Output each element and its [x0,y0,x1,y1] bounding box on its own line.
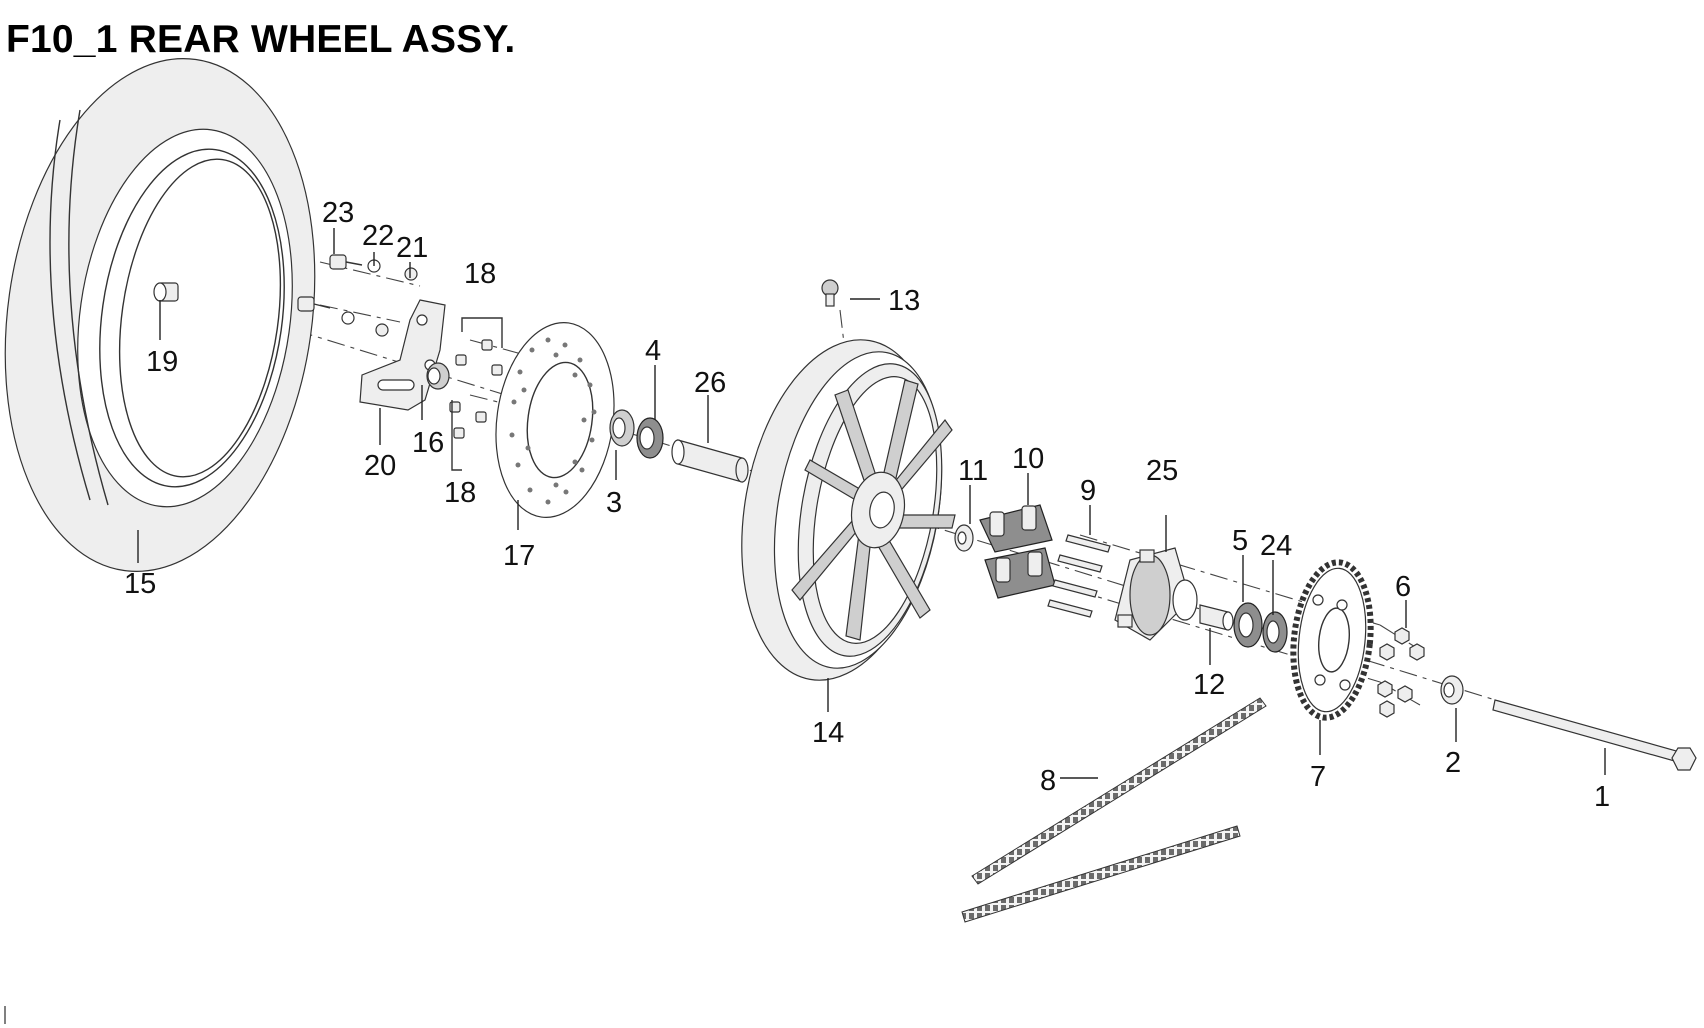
drive-chain-part-8 [961,697,1267,923]
callout-10: 10 [1012,443,1044,475]
oil-seal-part-3 [609,409,635,447]
callout-14: 14 [812,717,844,749]
nut-part-19 [153,282,179,302]
callout-2: 2 [1445,747,1461,779]
callout-5: 5 [1232,525,1248,557]
callout-13: 13 [888,285,920,317]
disc-bolts-part-18 [449,317,503,471]
callout-18-upper: 18 [464,258,496,290]
callout-1: 1 [1594,781,1610,813]
diagram-title: F10_1 REAR WHEEL ASSY. [6,18,516,61]
axle-part-1 [1492,699,1697,771]
callout-22: 22 [362,220,394,252]
callout-17: 17 [503,540,535,572]
brake-disc-part-17 [495,322,615,518]
callout-7: 7 [1310,761,1326,793]
washers-part-22 [341,259,381,325]
callout-15: 15 [124,568,156,600]
wheel-rim-part-14 [741,339,956,681]
callout-25: 25 [1146,455,1178,487]
bearing-part-4 [636,417,664,459]
callout-11: 11 [958,455,988,487]
callout-23: 23 [322,197,354,229]
callout-12: 12 [1193,669,1225,701]
callout-18-lower: 18 [444,477,476,509]
callout-8: 8 [1040,765,1056,797]
distance-collar-part-26 [671,439,749,483]
callout-16: 16 [412,427,444,459]
nuts-part-6 [1377,627,1425,718]
callout-20: 20 [364,450,396,482]
callout-19: 19 [146,346,178,378]
rear-sprocket-part-7 [1290,559,1374,721]
caliper-bracket-part-20 [359,299,446,411]
callout-24: 24 [1260,530,1292,562]
collar-part-12 [1199,604,1234,631]
valve-part-13 [821,279,839,307]
leader-lines [137,228,1606,779]
callout-6: 6 [1395,571,1411,603]
callout-9: 9 [1080,475,1096,507]
bolts-part-23 [297,254,363,312]
callout-3: 3 [606,487,622,519]
studs-part-9 [1047,534,1111,618]
collar-part-16 [426,362,450,390]
callout-labels: 1 2 3 4 5 6 7 8 9 10 11 12 13 14 15 16 1… [124,197,1610,813]
washers-part-21 [375,267,418,337]
sprocket-hub-part-25 [1114,547,1198,641]
damper-rubbers-part-10 [979,504,1056,599]
callout-4: 4 [645,335,661,367]
collar-part-2 [1440,675,1464,705]
washer-part-11 [954,524,974,552]
oil-seal-part-24 [1262,611,1288,653]
callout-21: 21 [396,232,428,264]
callout-26: 26 [694,367,726,399]
rear-tire-part-15 [4,58,316,572]
bearing-part-5 [1233,602,1263,648]
